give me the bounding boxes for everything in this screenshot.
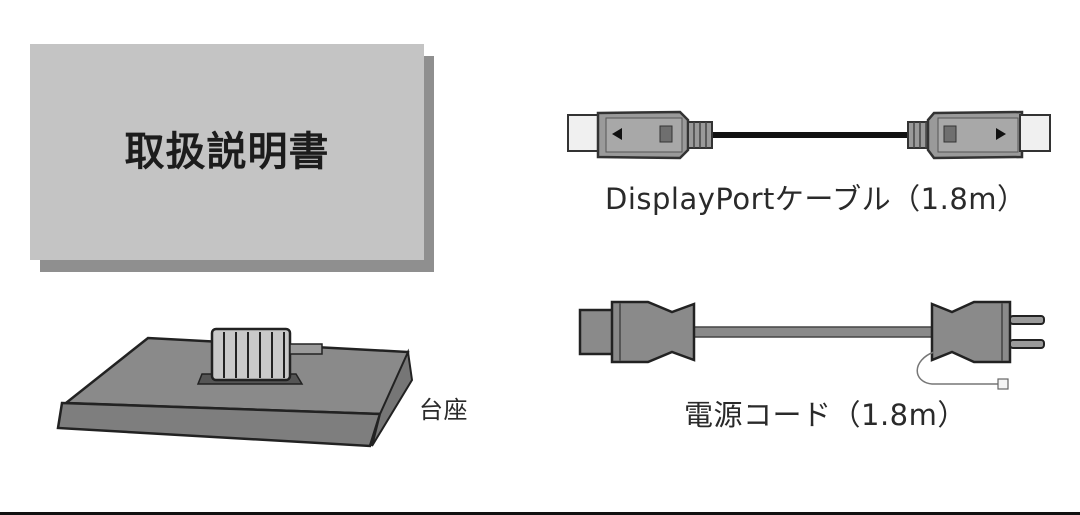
power-cord-label: 電源コード（1.8m） [684, 398, 967, 432]
bottom-divider [0, 512, 1080, 515]
stand-label: 台座 [419, 396, 468, 424]
manual-card: 取扱説明書 [30, 44, 424, 260]
manual-title: 取扱説明書 [124, 129, 330, 175]
displayport-cable-label: DisplayPortケーブル（1.8m） [605, 182, 1027, 216]
